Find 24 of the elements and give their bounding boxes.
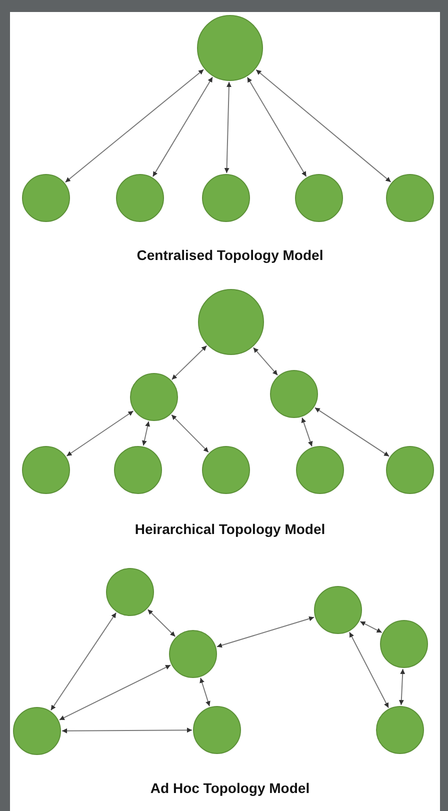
double-arrow (398, 668, 406, 706)
double-arrow (66, 410, 134, 456)
caption: Heirarchical Topology Model (134, 521, 326, 537)
double-arrow (171, 345, 208, 380)
double-arrow (142, 420, 150, 446)
double-arrow (152, 76, 213, 178)
double-arrow (224, 82, 232, 174)
double-arrow (64, 68, 204, 183)
double-arrow (348, 632, 390, 708)
double-arrow (256, 69, 392, 182)
double-arrow (62, 728, 192, 734)
double-arrow (216, 616, 315, 648)
double-arrow (301, 417, 313, 447)
caption: Ad Hoc Topology Model (150, 780, 310, 796)
double-arrow (360, 620, 382, 634)
double-arrow (314, 407, 390, 457)
double-arrow (58, 664, 172, 720)
double-arrow (252, 347, 278, 376)
double-arrow (50, 612, 117, 711)
double-arrow (200, 677, 210, 707)
double-arrow (246, 76, 307, 177)
double-arrow (147, 609, 176, 637)
double-arrow (171, 414, 209, 453)
caption: Centralised Topology Model (136, 247, 324, 263)
